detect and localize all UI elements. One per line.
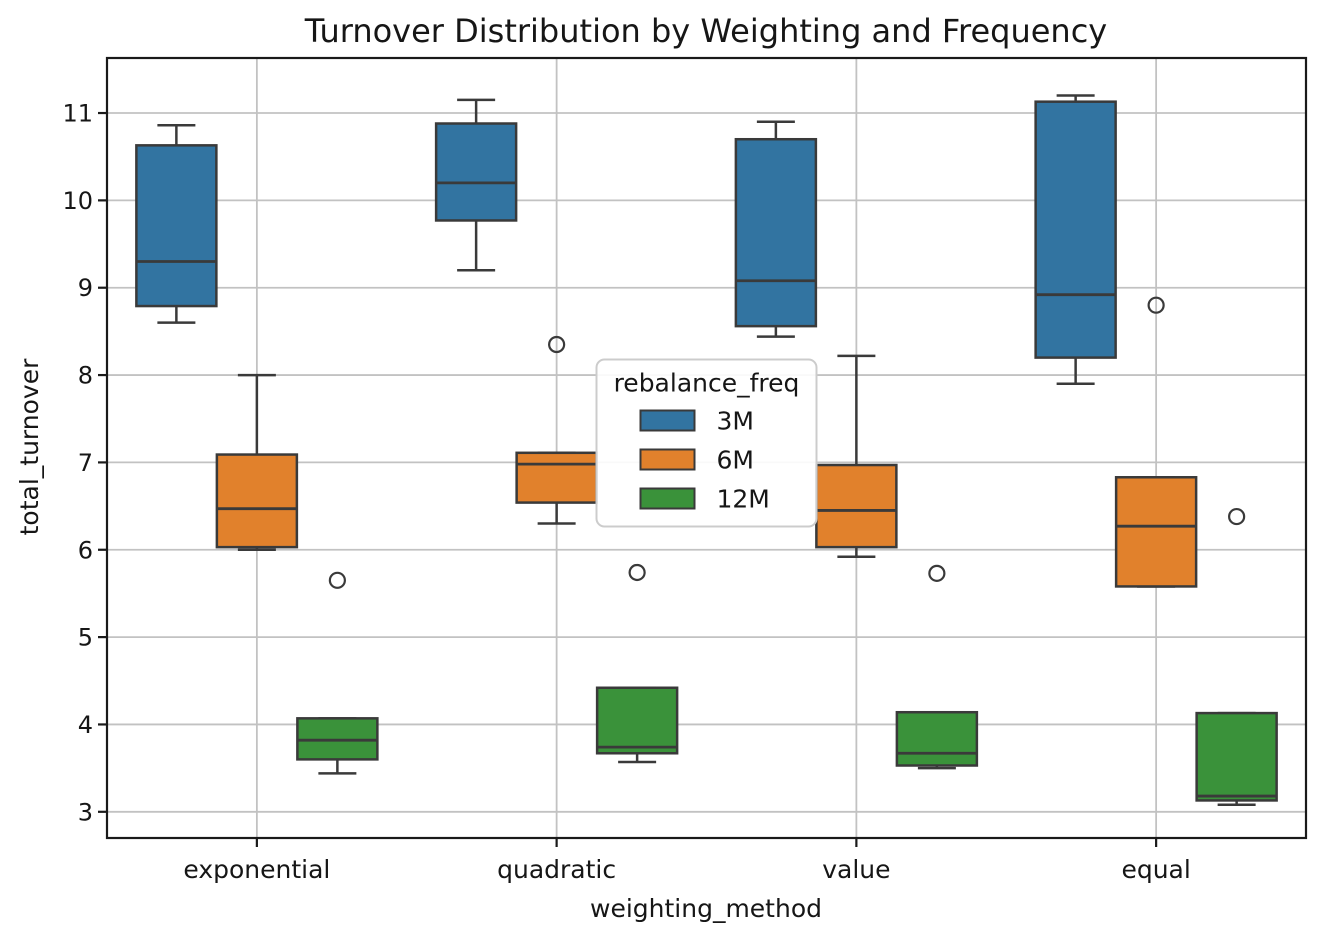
y-tick-label: 4 bbox=[78, 711, 93, 739]
legend-swatch-3M bbox=[639, 409, 696, 432]
y-tick-label: 8 bbox=[78, 362, 93, 390]
box-12M-equal bbox=[1195, 711, 1278, 802]
box-6M-quadratic bbox=[515, 451, 598, 504]
box-3M-exponential bbox=[135, 144, 218, 308]
x-tick-label: value bbox=[822, 855, 890, 884]
box-12M-quadratic bbox=[595, 686, 679, 755]
box-group-12M-quadratic bbox=[595, 563, 679, 764]
box-group-6M-quadratic bbox=[515, 335, 598, 525]
legend-label-12M: 12M bbox=[717, 485, 770, 514]
x-tick-label: quadratic bbox=[497, 855, 616, 884]
box-group-3M-quadratic bbox=[434, 98, 518, 272]
axis-layer: 3 4 5 6 7 8 9 10 11 exponential quadratic value equa… bbox=[62, 56, 1308, 884]
y-axis-label: total_turnover bbox=[15, 358, 44, 535]
box-group-3M-exponential bbox=[135, 124, 218, 324]
outlier-point bbox=[1147, 296, 1165, 314]
box-group-12M-exponential bbox=[296, 571, 379, 775]
box-group-12M-value bbox=[895, 564, 979, 770]
box-group-6M-exponential bbox=[215, 373, 299, 552]
legend-title: rebalance_freq bbox=[614, 369, 800, 398]
legend-label-3M: 3M bbox=[717, 407, 754, 436]
box-3M-value bbox=[734, 137, 818, 328]
x-tick-label: equal bbox=[1121, 855, 1190, 884]
y-tick-label: 9 bbox=[78, 274, 93, 302]
y-tick-label: 7 bbox=[78, 449, 93, 477]
outlier-point bbox=[548, 335, 566, 354]
outlier-point bbox=[628, 563, 646, 582]
y-tick-label: 3 bbox=[78, 798, 93, 826]
legend-swatch-12M bbox=[639, 487, 696, 510]
outlier-point bbox=[1228, 507, 1246, 526]
box-3M-quadratic bbox=[434, 122, 518, 222]
plot-frame bbox=[105, 56, 1308, 840]
box-group-3M-value bbox=[734, 120, 818, 338]
box-group-3M-equal bbox=[1034, 94, 1117, 386]
chart-title: Turnover Distribution by Weighting and F… bbox=[304, 12, 1107, 50]
x-tick-label: exponential bbox=[183, 855, 330, 884]
box-3M-equal bbox=[1034, 100, 1117, 359]
box-group-6M-equal bbox=[1114, 296, 1198, 588]
box-12M-value bbox=[895, 710, 979, 767]
legend-box bbox=[595, 358, 818, 528]
box-group-12M-equal bbox=[1195, 507, 1278, 807]
outlier-point bbox=[928, 564, 946, 582]
legend: rebalance_freq 3M 6M 12M bbox=[595, 358, 818, 528]
y-tick-label: 11 bbox=[62, 100, 93, 128]
box-6M-value bbox=[815, 463, 898, 549]
legend-swatch-6M bbox=[639, 448, 696, 471]
outlier-point bbox=[328, 571, 346, 589]
box-6M-equal bbox=[1114, 476, 1198, 588]
y-tick-label: 5 bbox=[78, 624, 93, 652]
y-tick-label: 6 bbox=[78, 536, 93, 564]
box-group-6M-value bbox=[815, 354, 898, 558]
box-layer bbox=[135, 94, 1278, 807]
box-6M-exponential bbox=[215, 453, 299, 549]
y-tick-label: 10 bbox=[62, 187, 93, 215]
legend-label-6M: 6M bbox=[717, 446, 754, 475]
x-axis-label: weighting_method bbox=[590, 894, 822, 923]
